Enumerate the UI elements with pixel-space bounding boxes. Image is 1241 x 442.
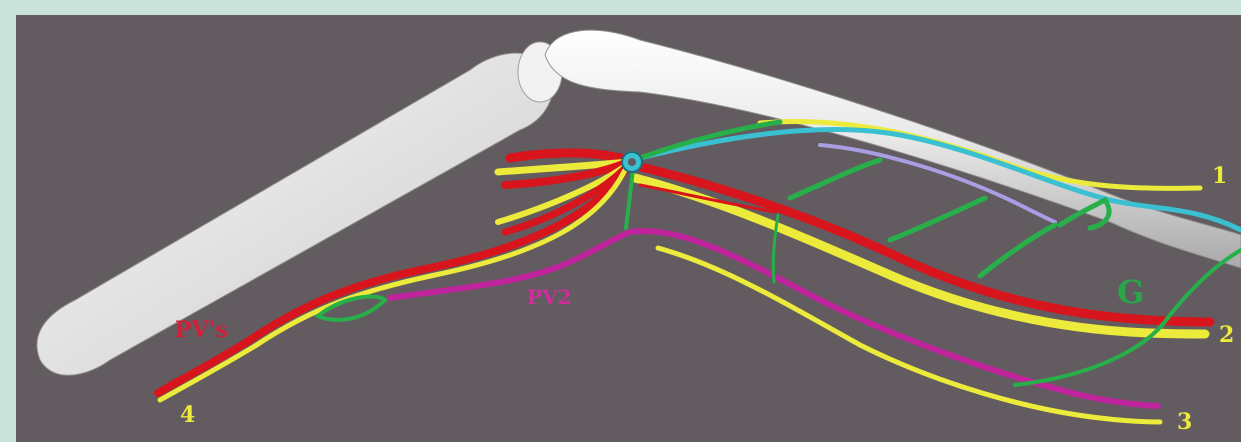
label-4: 4: [180, 402, 195, 428]
label-pvs: PV's: [175, 317, 228, 343]
label-1: 1: [1212, 163, 1227, 189]
vessel-node-center: [628, 158, 636, 166]
anatomical-diagram: PV's PV2 G 1 2 3 4: [16, 15, 1241, 442]
label-3: 3: [1177, 409, 1192, 435]
label-2: 2: [1219, 322, 1234, 348]
label-pv2: PV2: [527, 285, 571, 309]
label-g: G: [1117, 273, 1144, 311]
